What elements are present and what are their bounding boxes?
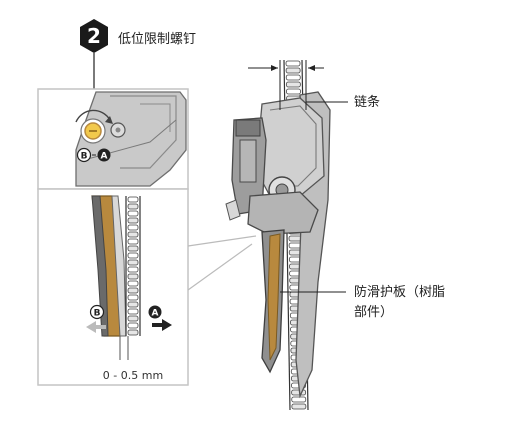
marker-b-bottom-label: B (94, 309, 101, 319)
chain-link (127, 308, 139, 315)
marker-a-top (97, 148, 111, 162)
chain-link (285, 74, 301, 81)
zoom-panel-top: B A (37, 88, 189, 190)
chain-link (285, 67, 301, 74)
chain-link (127, 252, 139, 259)
chain-link (127, 280, 139, 287)
guard-label-line1: 防滑护板（树脂 (354, 284, 445, 300)
chain-label: 链条 (354, 94, 380, 110)
callout-line-upper (187, 235, 257, 247)
chain-link (127, 322, 139, 329)
chain-link (127, 196, 139, 203)
chain-link (127, 329, 139, 336)
guard-label-line2: 部件） (354, 305, 393, 320)
marker-a-bottom (148, 305, 162, 319)
resin-guard-main (267, 233, 281, 361)
chain-link (127, 224, 139, 231)
chain-zoom (125, 196, 141, 336)
step-badge: 2 (80, 19, 108, 53)
chain-link (127, 287, 139, 294)
zoom-panel-bottom: B A 0 - 0.5 mm (37, 188, 189, 386)
front-derailleur (225, 59, 331, 411)
marker-a-bottom-label: A (152, 309, 159, 319)
step-title: 低位限制螺钉 (118, 32, 196, 47)
gap-dimension-label: 0 - 0.5 mm (103, 369, 163, 382)
chain-link (127, 210, 139, 217)
chain-link (127, 245, 139, 252)
chain-link (286, 88, 301, 95)
arrow-a-right (152, 319, 172, 331)
chain-link (127, 259, 139, 266)
chain-link (127, 231, 139, 238)
marker-b-top-label: B (81, 152, 88, 162)
arrow-b-left (86, 321, 106, 333)
marker-b-bottom (89, 304, 105, 320)
marker-b-top (76, 147, 92, 163)
chain-link (127, 203, 139, 210)
chain-link (127, 273, 139, 280)
step-number: 2 (87, 24, 101, 48)
callout-line-lower (187, 243, 253, 291)
chain-link (127, 266, 139, 273)
chain-link (291, 396, 307, 403)
chain-link (127, 301, 139, 308)
chain-link (291, 403, 307, 410)
chain-link (285, 81, 301, 88)
chain-link (127, 238, 139, 245)
chain-link (291, 389, 307, 396)
chain-link (285, 60, 301, 67)
chain-link (127, 217, 139, 224)
chain-link (127, 294, 139, 301)
marker-a-top-label: A (101, 152, 108, 162)
rotation-arrow-icon (75, 109, 111, 123)
chain-link (127, 315, 139, 322)
